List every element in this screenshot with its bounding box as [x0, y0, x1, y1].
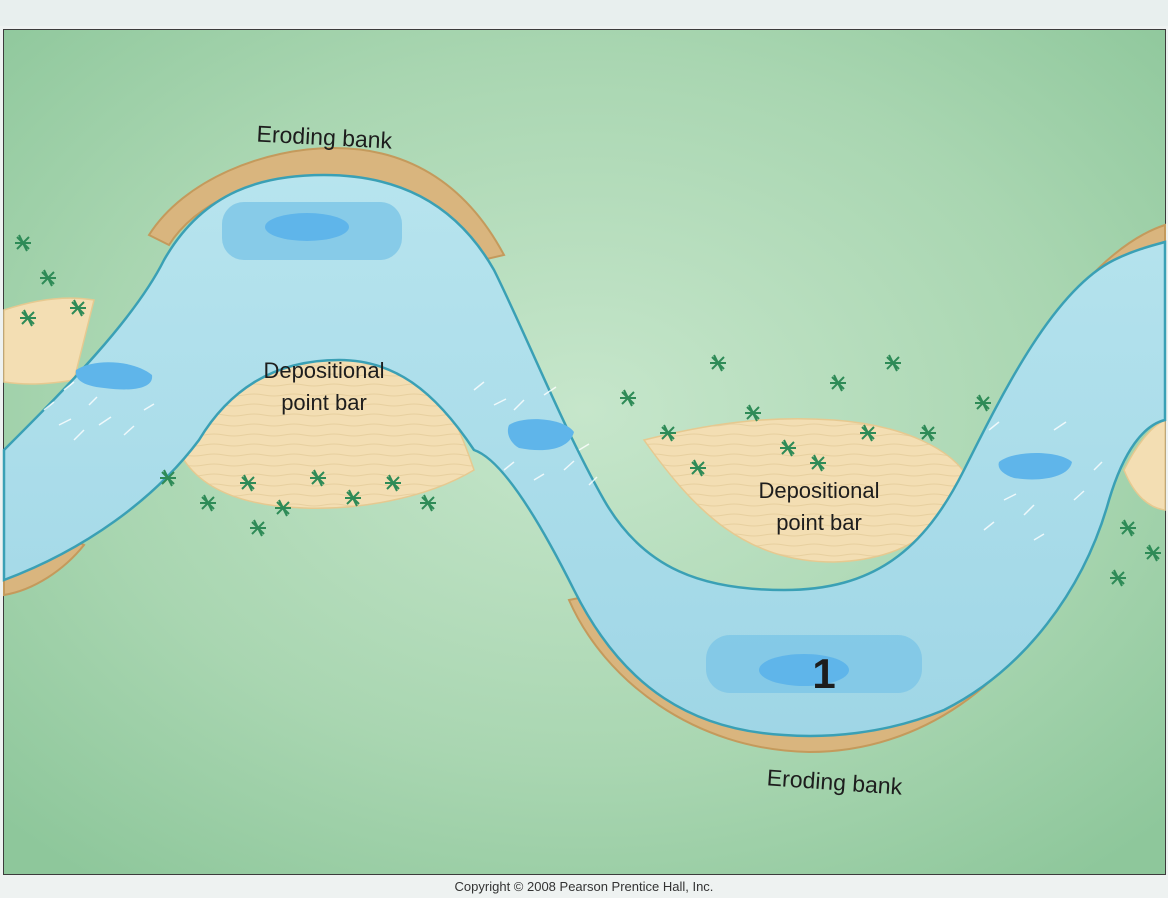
- riffle-ripples: [43, 381, 1103, 541]
- label-point-bar-left-line1: Depositional: [263, 358, 384, 383]
- label-pool-marker: 1: [812, 650, 835, 697]
- vegetation: [15, 234, 1161, 587]
- riffle-pool-left: [75, 362, 153, 390]
- label-point-bar-right-line1: Depositional: [758, 478, 879, 503]
- pool-bottom-core: [759, 654, 849, 686]
- riffle-pool-right: [998, 453, 1072, 480]
- meander-illustration: Eroding bank Eroding bank Depositional p…: [2, 30, 1167, 874]
- riffle-pool-middle: [507, 419, 574, 451]
- meander-diagram: Eroding bank Eroding bank Depositional p…: [2, 29, 1167, 875]
- top-strip: [0, 0, 1168, 26]
- label-point-bar-left-line2: point bar: [281, 390, 367, 415]
- river-channel: [2, 173, 1167, 738]
- label-point-bar-right-line2: point bar: [776, 510, 862, 535]
- copyright-text: Copyright © 2008 Pearson Prentice Hall, …: [454, 879, 714, 894]
- pool-top-core: [265, 213, 349, 241]
